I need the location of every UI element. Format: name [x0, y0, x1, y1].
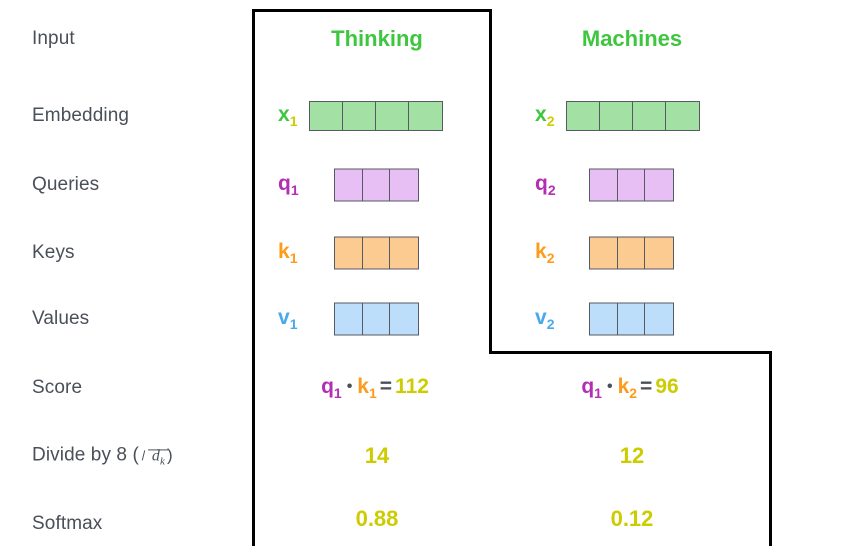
- divide-value-machines: 12: [619, 443, 645, 468]
- vector-boxes-k2: [589, 236, 674, 270]
- vector-letter: x: [278, 102, 290, 126]
- vector-label-x1: x1: [278, 103, 297, 129]
- vector-boxes-q2: [589, 168, 674, 202]
- vector-subscript: 1: [289, 316, 298, 333]
- outline-right-upper-edge: [489, 9, 492, 354]
- row-label-keys: Keys: [32, 242, 75, 263]
- vector-letter: v: [535, 305, 547, 329]
- vector-cell: [590, 169, 618, 201]
- vector-boxes-k1: [334, 236, 419, 270]
- vector-letter: v: [278, 305, 290, 329]
- vector-cell: [335, 303, 363, 335]
- vector-cell: [567, 102, 600, 130]
- outline-step-edge: [489, 351, 772, 354]
- row-label-softmax: Softmax: [32, 513, 103, 534]
- row-label-input: Input: [32, 28, 75, 49]
- outline-top-edge: [252, 9, 492, 12]
- vector-letter: k: [535, 239, 547, 263]
- vector-subscript: 1: [289, 250, 298, 267]
- vector-cell: [343, 102, 376, 130]
- vector-letter: k: [278, 239, 290, 263]
- column-header-machines: Machines: [581, 26, 683, 51]
- row-label-embedding: Embedding: [32, 105, 130, 126]
- score-q-letter: q: [581, 374, 595, 398]
- vector-cell: [645, 169, 673, 201]
- score-k-subscript: 1: [368, 385, 377, 402]
- sqrt-dk-icon: dk: [141, 447, 169, 468]
- vector-subscript: 1: [290, 182, 299, 199]
- dot-product-icon: •: [346, 378, 353, 396]
- vector-cell: [645, 237, 673, 269]
- vector-cell: [409, 102, 442, 130]
- score-k-letter: k: [617, 374, 630, 398]
- divide-label-close-paren: ): [167, 445, 173, 465]
- row-label-values: Values: [32, 308, 90, 329]
- row-label-score: Score: [32, 377, 83, 398]
- divide-label-text: Divide by 8 (: [32, 444, 139, 466]
- vector-boxes-x1: [309, 101, 443, 131]
- vector-cell: [362, 303, 391, 335]
- vector-letter: q: [535, 171, 548, 195]
- vector-cell: [390, 303, 418, 335]
- softmax-value-thinking: 0.88: [355, 506, 399, 531]
- score-k-subscript: 2: [629, 385, 638, 402]
- vector-label-q1: q1: [278, 172, 299, 198]
- score-q-subscript: 1: [594, 385, 602, 402]
- vector-cell: [590, 303, 618, 335]
- vector-cell: [376, 102, 409, 130]
- sqrt-base: d: [151, 447, 161, 465]
- vector-cell: [617, 303, 646, 335]
- score-value: 96: [655, 374, 679, 398]
- vector-subscript: 2: [546, 113, 555, 130]
- score-q-letter: q: [321, 374, 334, 398]
- vector-cell: [666, 102, 699, 130]
- vector-cell: [390, 237, 418, 269]
- divide-value-thinking: 14: [364, 443, 390, 468]
- sqrt-subscript: k: [160, 455, 165, 468]
- vector-cell: [633, 102, 666, 130]
- vector-cell: [362, 237, 391, 269]
- column-header-thinking: Thinking: [331, 26, 423, 51]
- outline-right-lower-edge: [769, 351, 772, 546]
- vector-letter: x: [535, 102, 547, 126]
- vector-label-v1: v1: [278, 306, 297, 332]
- vector-subscript: 2: [546, 250, 555, 267]
- outline-left-edge: [252, 9, 255, 546]
- softmax-value-machines: 0.12: [610, 506, 654, 531]
- vector-label-x2: x2: [535, 103, 554, 129]
- row-label-divide-by-8: Divide by 8 (dk): [32, 444, 173, 467]
- vector-cell: [335, 237, 363, 269]
- vector-label-k1: k1: [278, 240, 297, 266]
- vector-cell: [310, 102, 343, 130]
- score-value: 112: [395, 374, 429, 398]
- vector-subscript: 2: [547, 182, 556, 199]
- vector-boxes-v2: [589, 302, 674, 336]
- equals-sign: =: [640, 374, 653, 398]
- score-q-subscript: 1: [333, 385, 342, 402]
- equals-sign: =: [379, 374, 393, 398]
- vector-cell: [362, 169, 391, 201]
- vector-boxes-q1: [334, 168, 419, 202]
- vector-boxes-x2: [566, 101, 700, 131]
- row-label-queries: Queries: [32, 174, 100, 195]
- score-k-letter: k: [357, 374, 369, 398]
- dot-product-icon: •: [606, 378, 613, 396]
- score-expression-thinking: q1•k1=112: [321, 375, 429, 401]
- vector-letter: q: [278, 171, 291, 195]
- vector-boxes-v1: [334, 302, 419, 336]
- vector-cell: [335, 169, 363, 201]
- vector-cell: [617, 237, 646, 269]
- vector-label-q2: q2: [535, 172, 556, 198]
- vector-cell: [645, 303, 673, 335]
- vector-subscript: 2: [546, 316, 555, 333]
- vector-label-k2: k2: [535, 240, 554, 266]
- vector-cell: [617, 169, 646, 201]
- vector-cell: [390, 169, 418, 201]
- score-expression-machines: q1•k2=96: [581, 375, 678, 401]
- vector-subscript: 1: [289, 113, 298, 130]
- vector-label-v2: v2: [535, 306, 554, 332]
- vector-cell: [600, 102, 633, 130]
- vector-cell: [590, 237, 618, 269]
